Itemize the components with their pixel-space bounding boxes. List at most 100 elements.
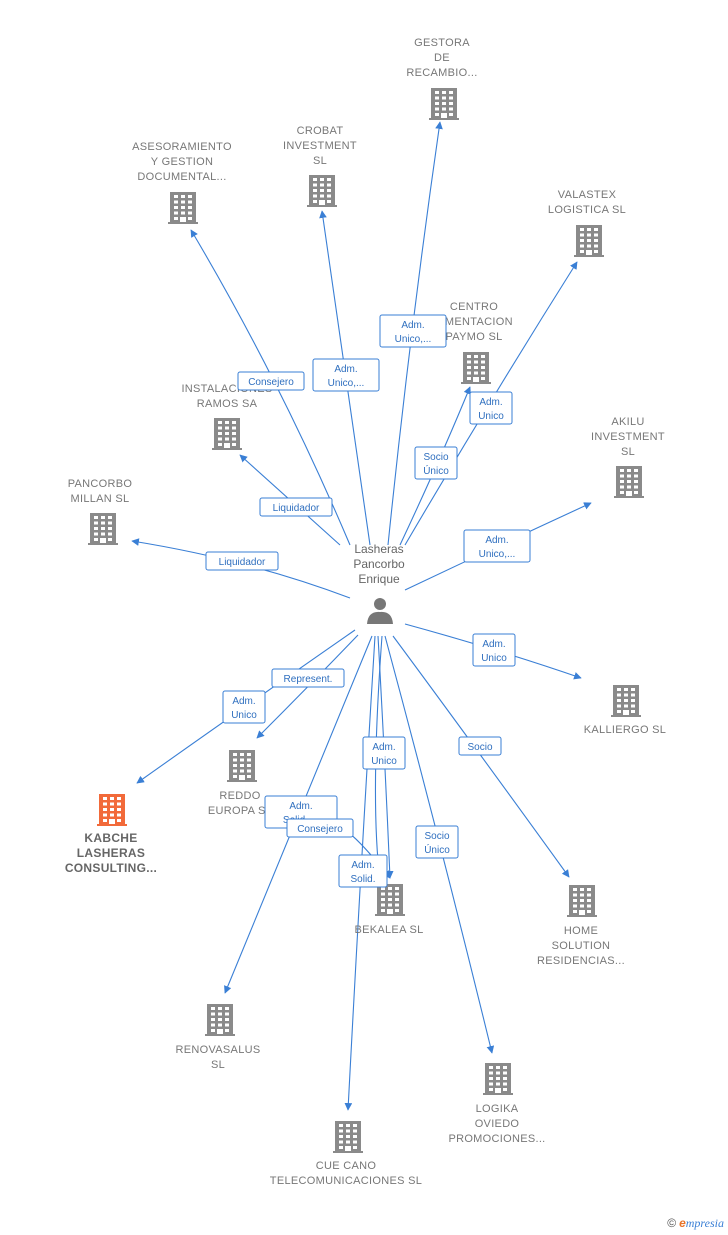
building-icon — [483, 1063, 513, 1095]
edge-label-akilu[interactable]: Adm.Unico,... — [463, 529, 531, 563]
building-icon — [611, 685, 641, 717]
building-icon — [97, 794, 127, 826]
edge-label-text: Adm. — [232, 696, 255, 707]
company-node-bekalea[interactable]: BEKALEA SL — [354, 884, 423, 936]
edge-label-box — [205, 551, 279, 571]
company-node-home[interactable]: HOMESOLUTIONRESIDENCIAS... — [537, 885, 625, 967]
company-name-line: KABCHE — [84, 831, 137, 845]
edge-label-bekalea[interactable]: Adm.Unico — [362, 736, 406, 770]
company-name-line: INVESTMENT — [283, 140, 357, 152]
company-name-line: GESTORA — [414, 37, 470, 49]
edge-label-text: Consejero — [297, 824, 343, 835]
company-name-line: CUE CANO — [316, 1160, 377, 1172]
edge-label-box — [271, 668, 345, 688]
edge-label-box — [259, 497, 333, 517]
edge-label-text: Unico — [231, 710, 257, 721]
edge-label-box — [312, 358, 380, 392]
company-node-renovasalus[interactable]: RENOVASALUS SL — [175, 1004, 260, 1071]
company-name-line: REDDO — [219, 790, 260, 802]
edge-labels-layer: Adm.Unico,...ConsejeroAdm.Unico,...Adm.U… — [205, 314, 531, 888]
edge-label-crobat[interactable]: Adm. Unico,... — [312, 358, 380, 392]
company-node-akilu[interactable]: AKILU INVESTMENT SL — [591, 416, 665, 498]
company-name-line: VALASTEX — [558, 189, 617, 201]
edge-label-pancorbo[interactable]: Liquidador — [205, 551, 279, 571]
edge-label-text: Adm. — [289, 801, 312, 812]
building-icon — [333, 1121, 363, 1153]
edge-label-text: Único — [423, 464, 449, 477]
edge-label-reddo[interactable]: Represent. — [271, 668, 345, 688]
company-name-line: PAYMO SL — [445, 331, 502, 343]
edge-label-box — [286, 818, 354, 838]
edge-label-text: Unico — [478, 411, 504, 422]
edge-label-asesoramiento[interactable]: Consejero — [237, 371, 305, 391]
edge-label-text: Adm. — [482, 639, 505, 650]
company-name-line: SL — [621, 446, 635, 458]
company-node-pancorbo[interactable]: PANCORBO MILLAN SL — [68, 478, 133, 545]
edge-label-text: Único — [424, 843, 450, 856]
edge-label-box — [222, 690, 266, 724]
company-name-line: AKILU — [611, 416, 644, 428]
edge-label-text: Liquidador — [219, 557, 266, 568]
edge-label-text: Solid. — [350, 874, 375, 885]
edge-label-box — [338, 854, 388, 888]
edge-label-kalliergo[interactable]: Adm. Unico — [472, 633, 516, 667]
edge-label-text: Socio — [467, 742, 492, 753]
company-name-line: CONSULTING... — [65, 861, 157, 875]
edge-label-instalaciones[interactable]: Liquidador — [259, 497, 333, 517]
company-name-line: RENOVASALUS — [175, 1044, 260, 1056]
edge-label-kabche[interactable]: Adm. Unico — [222, 690, 266, 724]
company-name-line: SL — [211, 1059, 225, 1071]
edge-label-bekalea[interactable]: Adm.Solid. — [338, 854, 388, 888]
edge-label-text: Socio — [423, 452, 448, 463]
company-name-line: SOLUTION — [552, 940, 611, 952]
edge-label-box — [362, 736, 406, 770]
edge-label-text: Adm. — [479, 397, 502, 408]
building-icon — [574, 225, 604, 257]
company-name-line: RESIDENCIAS... — [537, 955, 625, 967]
company-name-line: DE — [434, 52, 450, 64]
company-name-line: PANCORBO — [68, 478, 133, 490]
company-node-logika[interactable]: LOGIKAOVIEDOPROMOCIONES... — [448, 1063, 545, 1145]
building-icon — [168, 192, 198, 224]
company-node-gestora[interactable]: GESTORADERECAMBIO... — [406, 37, 477, 120]
company-name-line: CROBAT — [297, 125, 344, 137]
edge-label-valastex[interactable]: Adm. Unico — [469, 391, 513, 425]
edge-label-bekalea[interactable]: Consejero — [286, 818, 354, 838]
company-name-line: Y GESTION — [151, 156, 213, 168]
company-node-kalliergo[interactable]: KALLIERGO SL — [584, 685, 666, 736]
edge-label-text: Adm. — [334, 364, 357, 375]
empresia-brand[interactable]: ©empresia — [667, 1216, 724, 1231]
edge-label-text: Represent. — [284, 674, 333, 685]
edge-label-box — [472, 633, 516, 667]
building-icon — [205, 1004, 235, 1036]
edge-label-text: Unico,... — [328, 378, 365, 389]
company-name-line: RAMOS SA — [197, 398, 258, 410]
person-name-line: Lasheras — [354, 542, 403, 556]
edge-label-text: Unico,... — [395, 334, 432, 345]
building-icon — [227, 750, 257, 782]
company-name-line: MILLAN SL — [71, 493, 130, 505]
company-node-kabche[interactable]: KABCHELASHERASCONSULTING... — [65, 794, 157, 875]
edge-label-home[interactable]: Socio — [458, 736, 502, 756]
edge-label-text: Unico — [481, 653, 507, 664]
company-name-line: INVESTMENT — [591, 431, 665, 443]
edge-label-box — [458, 736, 502, 756]
company-name-line: BEKALEA SL — [354, 924, 423, 936]
company-name-line: LASHERAS — [77, 846, 145, 860]
building-icon — [461, 352, 491, 384]
edge-label-text: Consejero — [248, 377, 294, 388]
edge-label-gestora[interactable]: Adm.Unico,... — [379, 314, 447, 348]
company-name-line: LIMENTACION — [435, 316, 513, 328]
building-icon — [375, 884, 405, 916]
